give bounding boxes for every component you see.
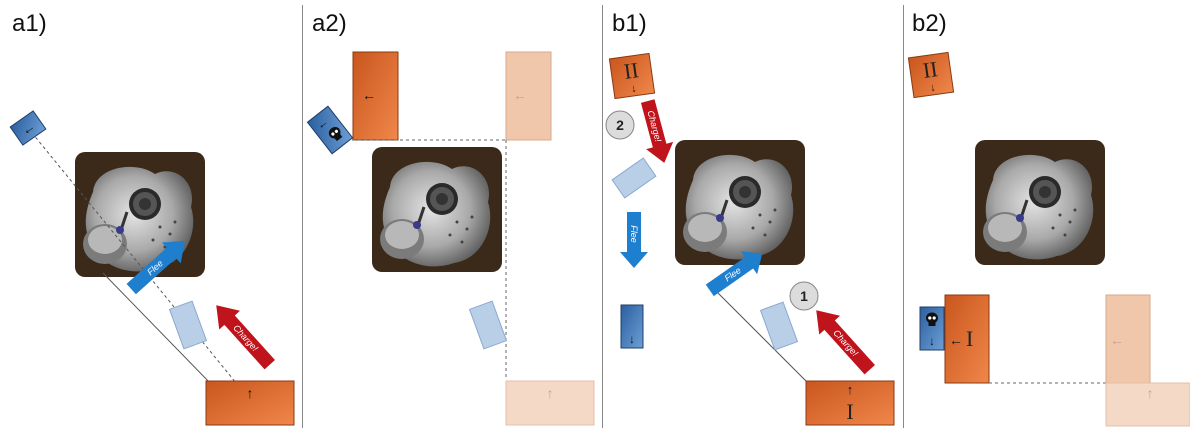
charge-arrow: Charge! bbox=[640, 99, 674, 163]
panel-b1: II ↓ 2 Charge! Flee ↓ Flee bbox=[605, 52, 895, 426]
flee-label: Flee bbox=[629, 225, 639, 243]
rock-tile bbox=[73, 150, 207, 279]
unit-direction-arrow: ← bbox=[362, 89, 376, 104]
blue-unit-ghost bbox=[759, 301, 799, 351]
unit-direction-arrow: ↑ bbox=[247, 387, 254, 402]
orange-unit-two: II ↓ bbox=[608, 52, 656, 100]
sightline bbox=[27, 127, 251, 401]
charge-arrow: Charge! bbox=[216, 305, 275, 370]
unit-direction-arrow: ↑ bbox=[847, 382, 854, 397]
unit-one-label: I bbox=[966, 326, 973, 351]
panel-a1: ← Flee Charge! ↑ bbox=[9, 110, 295, 426]
orange-unit-one bbox=[805, 380, 895, 426]
panel-divider bbox=[903, 5, 904, 428]
path-line bbox=[102, 272, 213, 386]
blue-unit: ← bbox=[9, 110, 47, 146]
step-two-label: 2 bbox=[616, 117, 624, 133]
orange-unit bbox=[205, 380, 295, 426]
blue-unit bbox=[620, 304, 644, 349]
orange-unit-ghost bbox=[505, 51, 552, 141]
unit-direction-arrow: ↓ bbox=[630, 83, 637, 96]
panel-divider bbox=[602, 5, 603, 428]
panel-label-b2: b2) bbox=[912, 10, 947, 37]
orange-unit bbox=[352, 51, 399, 141]
blue-unit-ghost bbox=[168, 300, 208, 350]
charge-label: Charge! bbox=[231, 323, 260, 354]
orange-unit-ghost bbox=[1105, 382, 1190, 427]
flee-arrow: Flee bbox=[705, 251, 763, 297]
charge-arrow: Charge! bbox=[816, 310, 875, 375]
path-line bbox=[707, 282, 807, 382]
unit-direction-arrow: ↓ bbox=[629, 332, 635, 346]
unit-two-label: II bbox=[921, 56, 939, 83]
blue-unit-ghost bbox=[468, 300, 508, 350]
charge-label: Charge! bbox=[831, 328, 860, 359]
unit-two-label: II bbox=[622, 57, 640, 84]
step-circle bbox=[605, 110, 635, 140]
panel-label-b1: b1) bbox=[612, 10, 647, 37]
orange-unit-one bbox=[944, 294, 990, 384]
orange-unit-ghost bbox=[1105, 294, 1151, 384]
panel-divider bbox=[302, 5, 303, 428]
panel-label-a2: a2) bbox=[312, 10, 347, 37]
orange-unit-ghost bbox=[505, 380, 595, 426]
unit-direction-arrow: ↑ bbox=[547, 387, 554, 402]
blue-unit-ghost bbox=[611, 157, 657, 199]
panel-label-a1: a1) bbox=[12, 10, 47, 37]
unit-direction-arrow: ↓ bbox=[929, 334, 935, 348]
flee-arrow: Flee bbox=[620, 212, 648, 268]
panel-b2: II ↓ ↓ ← I ← ↑ bbox=[907, 51, 1190, 427]
unit-direction-arrow: ← bbox=[949, 334, 963, 349]
rock-tile bbox=[370, 145, 504, 274]
step-one-label: 1 bbox=[800, 288, 808, 304]
unit-direction-arrow: ↑ bbox=[1147, 387, 1154, 402]
blue-unit-dead: ← bbox=[306, 105, 354, 155]
unit-direction-arrow: ↓ bbox=[929, 82, 936, 95]
unit-direction-arrow: ← bbox=[513, 89, 527, 104]
unit-one-label: I bbox=[846, 399, 853, 424]
flee-arrow: Flee bbox=[126, 240, 185, 295]
rock-tile bbox=[973, 138, 1107, 267]
orange-unit-two: II ↓ bbox=[907, 51, 955, 99]
step-circle bbox=[789, 281, 819, 311]
unit-direction-arrow: ← bbox=[1110, 334, 1124, 349]
rock-tile bbox=[673, 138, 807, 267]
panel-a2: ← ← ← ↑ bbox=[306, 51, 595, 426]
